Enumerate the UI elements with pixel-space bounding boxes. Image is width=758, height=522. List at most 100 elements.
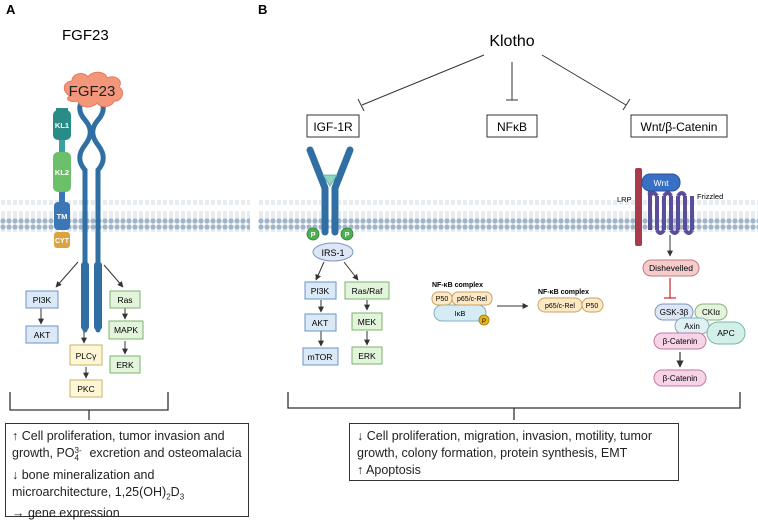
igf1r-target-box xyxy=(306,114,360,138)
rasraf-label: Ras/Raf xyxy=(352,286,383,296)
pi3k-label-a: PI3K xyxy=(33,295,52,305)
dishevelled-inhibition xyxy=(664,278,676,299)
dishevelled-node xyxy=(642,259,700,277)
wnt-ligand xyxy=(641,173,681,192)
erk-label-b: ERK xyxy=(358,351,376,361)
receptor-cytoplasmic-right xyxy=(94,262,102,330)
summary-a-line-1: ↑ Cell proliferation, tumor invasion and xyxy=(12,429,225,443)
lrp-receptor xyxy=(635,168,642,246)
mtor-label: mTOR xyxy=(308,352,333,362)
kl1-label: KL1 xyxy=(55,121,69,130)
cyt-label: CYT xyxy=(55,238,70,245)
cyt-domain xyxy=(54,232,70,248)
pkc-label: PKC xyxy=(77,384,94,394)
wnt-target-label: Wnt/β-Catenin xyxy=(641,120,718,134)
panel-a-letter: A xyxy=(6,2,16,17)
tm-domain xyxy=(54,202,70,230)
summary-a-line-5: → gene expression xyxy=(12,506,120,520)
nfkb-target-label: NFκB xyxy=(497,120,527,134)
mapk-label: MAPK xyxy=(114,325,138,335)
irs1-label: IRS-1 xyxy=(321,248,344,258)
gsk3b-node xyxy=(654,303,694,321)
panel-b-summary-box: ↓ Cell proliferation, migration, invasio… xyxy=(349,423,679,481)
apc-node xyxy=(706,321,746,345)
beta-catenin-node-2 xyxy=(653,369,707,387)
ras-box-a xyxy=(109,290,141,309)
summary-b-line-3: ↑ Apoptosis xyxy=(357,463,421,477)
igf1r-receptor xyxy=(306,146,354,236)
p50-node-2 xyxy=(581,297,604,313)
klotho-title: Klotho xyxy=(489,33,534,50)
frizzled-receptor xyxy=(647,183,694,235)
ikb-phospho xyxy=(478,314,490,326)
kl2-label: KL2 xyxy=(55,168,69,177)
panel-a-pathway-arrows xyxy=(38,261,128,379)
phospho-left-label: P xyxy=(310,230,315,239)
dishevelled-label: Dishevelled xyxy=(649,263,693,273)
nfkb-complex-label-1: NF-κB complex xyxy=(432,282,483,289)
igf-pathway-arrows xyxy=(315,261,370,347)
igf-ligand-triangle xyxy=(322,174,338,187)
ckia-node xyxy=(694,303,728,321)
plcg-box xyxy=(69,344,103,366)
wnt-ligand-label: Wnt xyxy=(653,178,669,188)
bracket-a xyxy=(9,392,169,420)
nfkb-target-box xyxy=(486,114,538,138)
pi3k-box-b xyxy=(304,281,337,300)
akt-label-b: AKT xyxy=(312,318,329,328)
erk-box-b xyxy=(351,346,383,365)
p50-label-2: P50 xyxy=(586,303,599,310)
akt-box-b xyxy=(304,313,337,332)
beta-catenin-label-1: β-Catenin xyxy=(663,337,698,346)
ras-label-a: Ras xyxy=(117,295,132,305)
gsk3b-label: GSK-3β xyxy=(660,308,689,317)
phospho-right-label: P xyxy=(344,230,349,239)
kl1-domain xyxy=(53,110,71,140)
fgf23-ligand xyxy=(63,71,124,108)
nfkb-complex-label-2: NF-κB complex xyxy=(538,289,589,296)
akt-label-a: AKT xyxy=(34,330,51,340)
pi3k-box-a xyxy=(25,290,59,309)
phospho-left xyxy=(306,227,320,241)
beta-catenin-node-1 xyxy=(653,332,707,350)
panel-a-title: FGF23 xyxy=(62,27,109,44)
erk-box-a xyxy=(109,355,141,374)
akt-box-a xyxy=(25,325,59,344)
fgf-receptor xyxy=(77,92,106,333)
mtor-box xyxy=(302,347,339,366)
rasraf-box xyxy=(344,281,390,300)
frizzled-label: Frizzled xyxy=(697,192,723,201)
bracket-b xyxy=(287,392,741,420)
cell-membrane-b xyxy=(258,200,758,232)
apc-label: APC xyxy=(717,328,734,338)
pkc-box xyxy=(69,379,103,398)
summary-b-line-2: growth, colony formation, protein synthe… xyxy=(357,446,628,460)
p65-label-2: p65/c-Rel xyxy=(545,303,575,310)
ckia-label: CKIα xyxy=(702,308,720,317)
wnt-target-box xyxy=(630,114,728,138)
klotho-inhibition-lines xyxy=(357,54,631,112)
ikb-phospho-label: P xyxy=(482,319,486,325)
fgf23-ligand-label: FGF23 xyxy=(69,83,116,100)
phospho-right xyxy=(340,227,354,241)
irs1-node xyxy=(312,242,354,262)
panel-b-letter: B xyxy=(258,2,267,17)
p65-label-1: p65/c-Rel xyxy=(457,296,487,303)
lrp-label: LRP xyxy=(617,195,632,204)
tm-label: TM xyxy=(57,212,68,221)
plcg-label: PLCγ xyxy=(76,351,98,361)
kl2-domain xyxy=(53,152,71,192)
mek-box xyxy=(351,312,383,331)
summary-a-line-4: microarchitecture, 1,25(OH)2D3 xyxy=(12,484,185,502)
pi3k-label-b: PI3K xyxy=(311,286,330,296)
beta-catenin-label-2: β-Catenin xyxy=(663,374,698,383)
axin-label: Axin xyxy=(684,322,700,331)
p50-label-1: P50 xyxy=(436,296,449,303)
receptor-cytoplasmic-left xyxy=(81,262,89,330)
mek-label: MEK xyxy=(358,317,377,327)
summary-b-line-1: ↓ Cell proliferation, migration, invasio… xyxy=(357,429,653,443)
ikb-label: IκB xyxy=(455,309,466,318)
igf1r-target-label: IGF-1R xyxy=(313,120,353,134)
